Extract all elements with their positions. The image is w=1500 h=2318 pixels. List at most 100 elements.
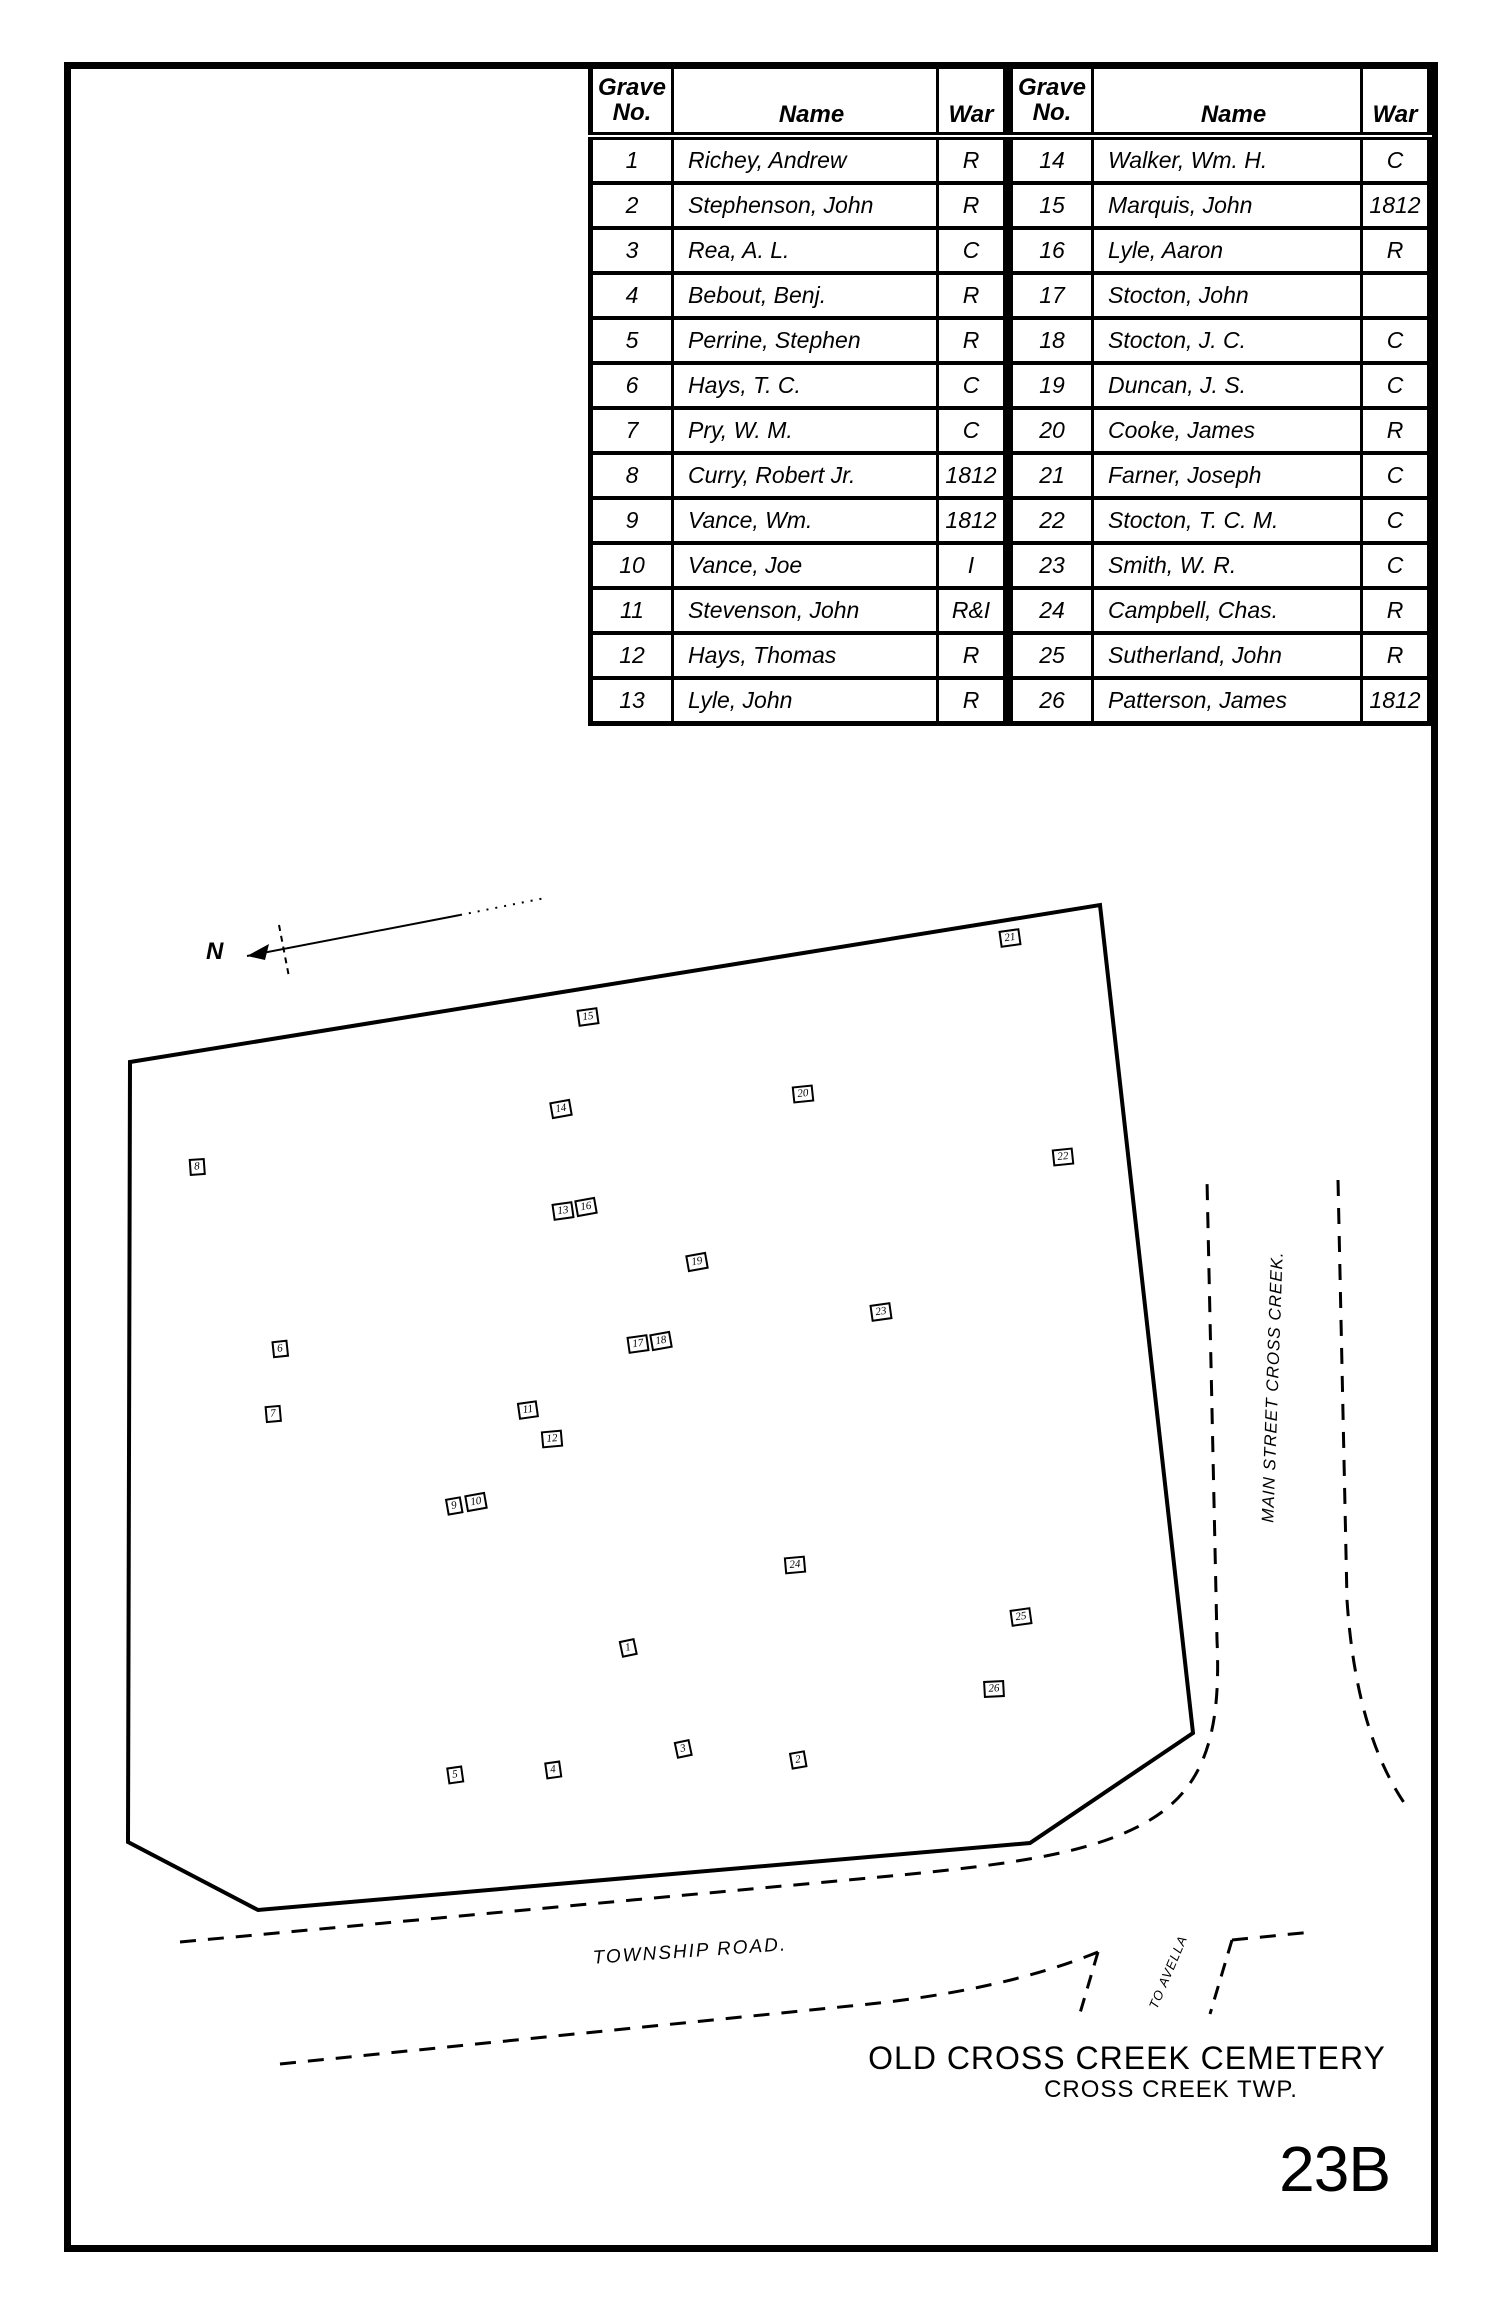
grave-marker: 21 (998, 928, 1022, 948)
grave-marker: 14 (549, 1098, 573, 1120)
cell-name: Vance, Wm. (671, 496, 939, 545)
grave-marker: 12 (540, 1429, 564, 1449)
grave-marker: 2 (788, 1750, 808, 1770)
cell-no: 4 (589, 271, 674, 320)
cell-name: Sutherland, John (1091, 631, 1363, 680)
north-label: N (206, 938, 224, 965)
grave-marker: 4 (544, 1760, 562, 1780)
cell-war: R (936, 181, 1007, 230)
cell-no: 26 (1009, 676, 1094, 726)
table-header: Grave No. Name War (1009, 65, 1431, 140)
grave-marker: 7 (264, 1404, 282, 1424)
grave-marker: 1 (618, 1638, 638, 1658)
cell-no: 24 (1009, 586, 1094, 635)
cell-no: 5 (589, 316, 674, 365)
cell-war: C (936, 406, 1007, 455)
cell-war: R (936, 676, 1007, 726)
cell-war: C (936, 226, 1007, 275)
grave-marker: 15 (576, 1007, 600, 1027)
cell-war: R (1360, 406, 1431, 455)
cell-no: 19 (1009, 361, 1094, 410)
table-header: Grave No. Name War (589, 65, 1007, 140)
cell-no: 15 (1009, 181, 1094, 230)
war-header: War (1360, 65, 1431, 140)
cell-no: 14 (1009, 134, 1094, 185)
grave-marker: 13 (551, 1201, 575, 1221)
cell-name: Curry, Robert Jr. (671, 451, 939, 500)
cell-war: 1812 (1360, 181, 1431, 230)
cell-no: 6 (589, 361, 674, 410)
grave-marker: 10 (464, 1491, 488, 1513)
cell-war: C (936, 361, 1007, 410)
grave-marker: 17 (626, 1334, 650, 1354)
grave-marker: 18 (649, 1330, 673, 1352)
grave-marker: 9 (444, 1496, 464, 1516)
cell-no: 1 (589, 134, 674, 185)
cell-war: C (1360, 541, 1431, 590)
grave-marker: 25 (1009, 1607, 1033, 1627)
cell-name: Campbell, Chas. (1091, 586, 1363, 635)
cell-name: Walker, Wm. H. (1091, 134, 1363, 185)
cell-name: Stocton, John (1091, 271, 1363, 320)
cell-name: Smith, W. R. (1091, 541, 1363, 590)
cell-name: Perrine, Stephen (671, 316, 939, 365)
cell-name: Marquis, John (1091, 181, 1363, 230)
cell-name: Rea, A. L. (671, 226, 939, 275)
page-number: 23B (1279, 2133, 1391, 2205)
grave-no-header: Grave No. (589, 65, 674, 140)
cell-name: Cooke, James (1091, 406, 1363, 455)
cell-name: Hays, T. C. (671, 361, 939, 410)
cell-no: 7 (589, 406, 674, 455)
cell-no: 10 (589, 541, 674, 590)
map-subtitle: CROSS CREEK TWP. (1044, 2076, 1298, 2103)
cell-name: Duncan, J. S. (1091, 361, 1363, 410)
cell-no: 12 (589, 631, 674, 680)
grave-marker: 22 (1051, 1147, 1075, 1167)
cell-war (1360, 271, 1431, 320)
cell-no: 8 (589, 451, 674, 500)
cell-war: C (1360, 451, 1431, 500)
cell-name: Richey, Andrew (671, 134, 939, 185)
grave-marker: 8 (188, 1157, 206, 1177)
grave-marker: 16 (574, 1196, 598, 1218)
cell-war: R (936, 316, 1007, 365)
cell-war: C (1360, 134, 1431, 185)
cell-no: 2 (589, 181, 674, 230)
cell-no: 9 (589, 496, 674, 545)
cell-no: 23 (1009, 541, 1094, 590)
cell-name: Farner, Joseph (1091, 451, 1363, 500)
cell-war: 1812 (936, 451, 1007, 500)
grave-marker: 26 (983, 1679, 1005, 1699)
cell-war: C (1360, 316, 1431, 365)
cell-no: 17 (1009, 271, 1094, 320)
cell-name: Vance, Joe (671, 541, 939, 590)
name-header: Name (1091, 65, 1363, 140)
cell-war: C (1360, 496, 1431, 545)
grave-marker: 11 (516, 1400, 540, 1420)
grave-marker: 24 (783, 1555, 807, 1575)
cell-war: R (936, 271, 1007, 320)
cell-no: 20 (1009, 406, 1094, 455)
